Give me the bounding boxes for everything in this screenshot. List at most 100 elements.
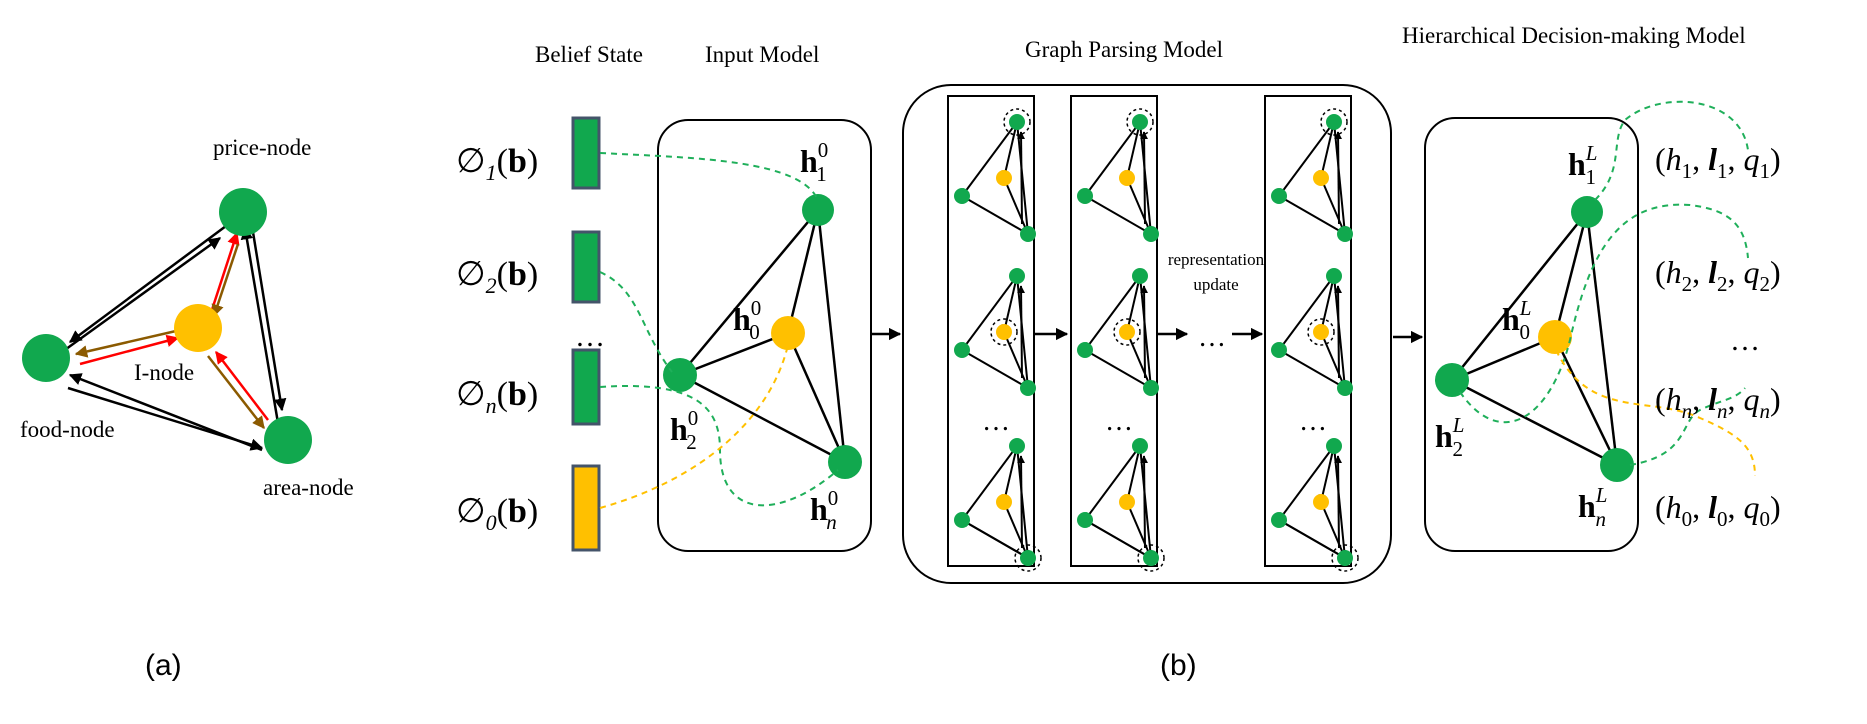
panel-b-caption: (b): [1160, 649, 1197, 682]
mini-highlight-ring: [1113, 318, 1141, 346]
mini-graph-c2-r3: [1077, 438, 1165, 572]
mini-node-yellow: [1313, 324, 1329, 340]
area-node-label: area-node: [263, 475, 354, 500]
mini-node-left: [954, 342, 970, 358]
edge-price-i-brown: [211, 243, 240, 318]
belief-label-0: ∅0(b): [456, 493, 538, 535]
input-node-1: [802, 194, 834, 226]
belief-label-1: ∅1(b): [456, 143, 538, 185]
mini-node-top: [1326, 438, 1342, 454]
mini-node-yellow: [996, 494, 1012, 510]
mini-graph-c2-r1: [1077, 108, 1159, 242]
mini-graphs: [954, 108, 1359, 572]
price-node-circle: [219, 188, 267, 236]
food-node-label: food-node: [20, 417, 115, 442]
gp-column-1: [947, 95, 1035, 567]
column-ellipsis-1: …: [982, 406, 1010, 437]
header-graph-parsing: Graph Parsing Model: [1025, 37, 1223, 62]
mini-node-bottom: [1143, 380, 1159, 396]
i-node-circle: [174, 304, 222, 352]
graph-parsing-box: [902, 84, 1392, 584]
mini-node-yellow: [996, 324, 1012, 340]
decision-node-2: [1435, 363, 1469, 397]
area-node-circle: [264, 416, 312, 464]
mini-node-top: [1132, 268, 1148, 284]
price-node-label: price-node: [213, 135, 311, 160]
mini-node-bottom: [1143, 550, 1159, 566]
belief-label-2: ∅2(b): [456, 256, 538, 298]
mini-node-bottom: [1337, 380, 1353, 396]
belief-bar-n: [571, 348, 601, 426]
mini-node-top: [1132, 114, 1148, 130]
output-tuples: (h1, l1, q1)(h2, l2, q2)(hn, ln, qn)(h0,…: [1655, 141, 1781, 531]
mini-node-left: [1077, 512, 1093, 528]
rep-update-line1: representation: [1168, 250, 1265, 269]
decision-node-n: [1600, 448, 1634, 482]
food-node-circle: [22, 334, 70, 382]
mini-node-yellow: [1313, 494, 1329, 510]
mini-graph-c2-r2: [1077, 268, 1159, 396]
mini-node-left: [1271, 512, 1287, 528]
mini-node-left: [954, 188, 970, 204]
gp-column-3: [1264, 95, 1352, 567]
decision-node-0: [1538, 320, 1572, 354]
output-tuple-n: (hn, ln, qn): [1655, 381, 1781, 423]
i-node-label: I-node: [134, 360, 194, 385]
gp-column-2: [1070, 95, 1158, 567]
edge-food-price: [61, 236, 222, 354]
mini-highlight-ring: [1331, 544, 1359, 572]
panel-a-caption: (a): [145, 649, 182, 682]
edge-area-price: [240, 226, 280, 424]
mini-node-left: [1271, 188, 1287, 204]
mini-highlight-ring: [1126, 108, 1154, 136]
mini-node-yellow: [1119, 324, 1135, 340]
panel-a: price-node I-node food-node area-node (a…: [20, 135, 354, 682]
belief-label-n: ∅n(b): [456, 376, 538, 418]
edge-price-area: [250, 225, 287, 412]
edge-food-i-red: [79, 334, 180, 366]
output-tuple-2: (h2, l2, q2): [1655, 254, 1781, 296]
mini-node-top: [1326, 268, 1342, 284]
output-tuple-0: (h0, l0, q0): [1655, 489, 1781, 531]
mini-highlight-ring: [1137, 544, 1165, 572]
belief-labels: ∅1(b) ∅2(b) ∅n(b) ∅0(b): [456, 143, 538, 535]
mini-node-left: [1271, 342, 1287, 358]
mini-graph-c3-r1: [1271, 108, 1353, 242]
column-ellipsis-3: …: [1299, 406, 1327, 437]
edge-price-food: [68, 224, 227, 344]
mini-node-yellow: [1313, 170, 1329, 186]
header-belief-state: Belief State: [535, 42, 643, 67]
mini-node-bottom: [1020, 550, 1036, 566]
mini-node-bottom: [1020, 380, 1036, 396]
mini-highlight-ring: [990, 318, 1018, 346]
edge-i-area-brown: [207, 355, 265, 429]
column-ellipses: … … …: [982, 406, 1327, 437]
input-node-n: [828, 445, 862, 479]
edge-area-i-red: [215, 351, 269, 421]
belief-bar-0: [571, 464, 601, 552]
mini-node-yellow: [996, 170, 1012, 186]
input-node-2: [663, 358, 697, 392]
mini-highlight-ring: [1014, 544, 1042, 572]
edge-i-food-brown: [74, 329, 177, 358]
mini-node-left: [1077, 342, 1093, 358]
mini-node-top: [1132, 438, 1148, 454]
mini-highlight-ring: [1320, 108, 1348, 136]
mini-graph-c1-r1: [954, 108, 1036, 242]
mini-node-left: [954, 512, 970, 528]
column-ellipsis-2: …: [1105, 406, 1133, 437]
input-model-box: [657, 119, 872, 552]
mini-node-left: [1077, 188, 1093, 204]
rep-update-line2: update: [1193, 275, 1238, 294]
mini-node-bottom: [1020, 226, 1036, 242]
edge-food-area: [67, 386, 264, 451]
header-input-model: Input Model: [705, 42, 819, 67]
mini-node-yellow: [1119, 170, 1135, 186]
